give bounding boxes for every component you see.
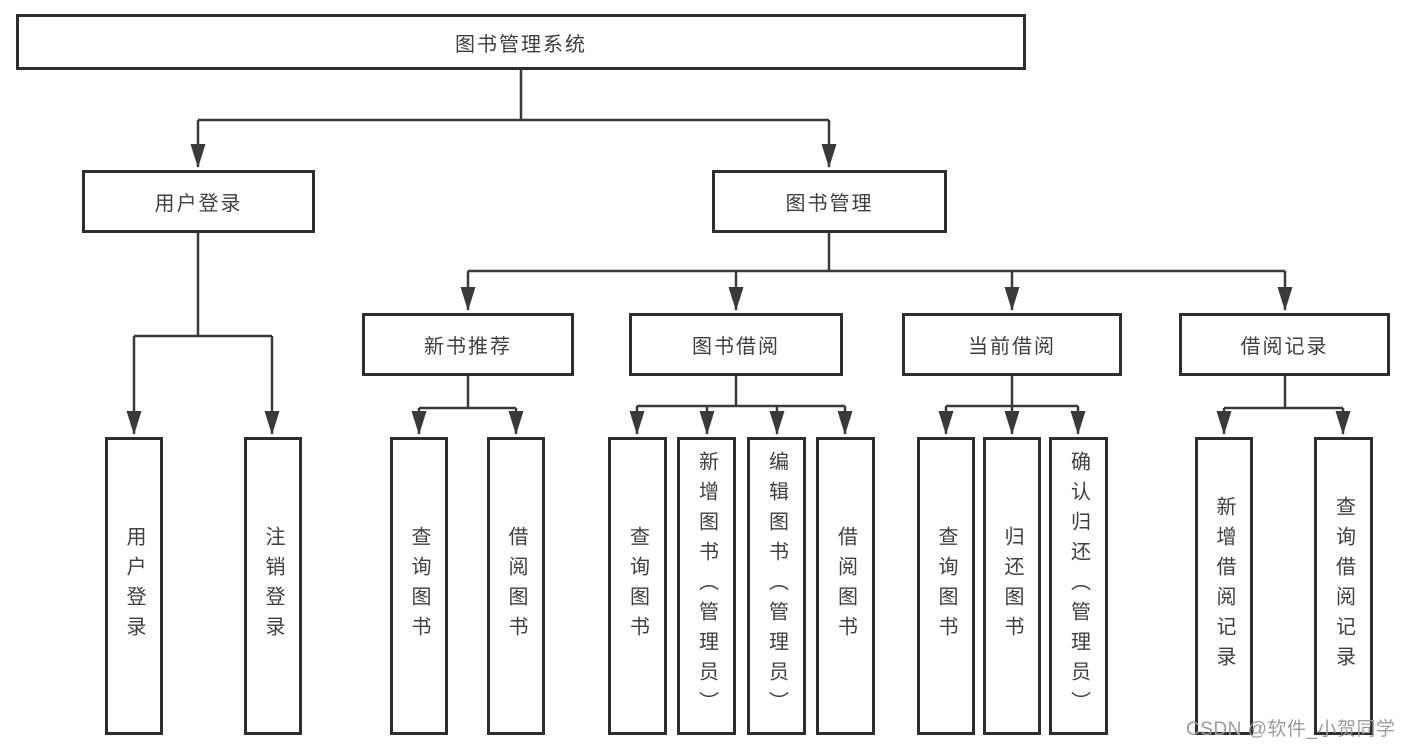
node-label: 用户登录	[123, 526, 145, 646]
node-label: 借阅记录	[1240, 336, 1329, 358]
connector-root-split	[198, 70, 829, 122]
node-system-root: 图书管理系统	[16, 14, 1026, 70]
connector-current-borrow-split	[946, 376, 1078, 408]
node-book-management: 图书管理	[712, 170, 947, 233]
connector-user-login-split	[134, 233, 272, 338]
leaf-borrow-edit-books-admin: 编辑图书（管理员）	[747, 437, 806, 735]
leaf-borrow-add-books-admin: 新增图书（管理员）	[677, 437, 736, 735]
node-label: 查询图书	[626, 526, 649, 646]
node-new-book-recommend: 新书推荐	[362, 313, 574, 376]
node-label: 新书推荐	[424, 336, 512, 358]
leaf-newbooks-borrow-books: 借阅图书	[487, 437, 545, 735]
leaf-user-login: 用户登录	[105, 437, 163, 735]
node-user-login: 用户登录	[82, 170, 315, 233]
node-borrow-records: 借阅记录	[1179, 313, 1390, 376]
leaf-current-query-books: 查询图书	[917, 437, 975, 735]
leaf-records-query-record: 查询借阅记录	[1314, 437, 1373, 735]
node-label: 图书管理	[785, 193, 874, 215]
node-book-borrow: 图书借阅	[629, 313, 843, 376]
node-label: 查询图书	[408, 526, 430, 646]
leaf-current-return-books: 归还图书	[983, 437, 1041, 735]
leaf-logout: 注销登录	[244, 437, 302, 735]
node-label: 归还图书	[1001, 526, 1023, 646]
connector-new-books-split	[419, 376, 516, 410]
leaf-newbooks-query-books: 查询图书	[390, 437, 448, 735]
node-label: 编辑图书（管理员）	[765, 451, 788, 721]
node-current-borrow: 当前借阅	[902, 313, 1122, 376]
node-label: 图书借阅	[692, 336, 780, 358]
node-label: 借阅图书	[834, 526, 857, 646]
node-label: 查询图书	[935, 526, 957, 646]
leaf-records-add-record: 新增借阅记录	[1195, 437, 1253, 735]
node-label: 借阅图书	[505, 526, 527, 646]
leaf-borrow-borrow-books: 借阅图书	[816, 437, 875, 735]
connector-book-mgmt-split	[468, 233, 1285, 273]
node-label: 确认归还（管理员）	[1067, 451, 1090, 721]
node-label: 注销登录	[262, 526, 284, 646]
node-label: 当前借阅	[968, 336, 1056, 358]
leaf-current-confirm-return-admin: 确认归还（管理员）	[1049, 437, 1108, 735]
leaf-borrow-query-books: 查询图书	[608, 437, 667, 735]
node-label: 新增借阅记录	[1213, 496, 1235, 676]
node-label: 新增图书（管理员）	[695, 451, 718, 721]
node-label: 用户登录	[154, 193, 243, 215]
csdn-watermark: CSDN @软件_小贺同学	[1186, 719, 1396, 740]
connector-borrow-records-split	[1224, 376, 1343, 410]
node-label: 查询借阅记录	[1332, 496, 1355, 676]
node-label: 图书管理系统	[455, 33, 587, 56]
connector-book-borrow-split	[637, 376, 845, 408]
